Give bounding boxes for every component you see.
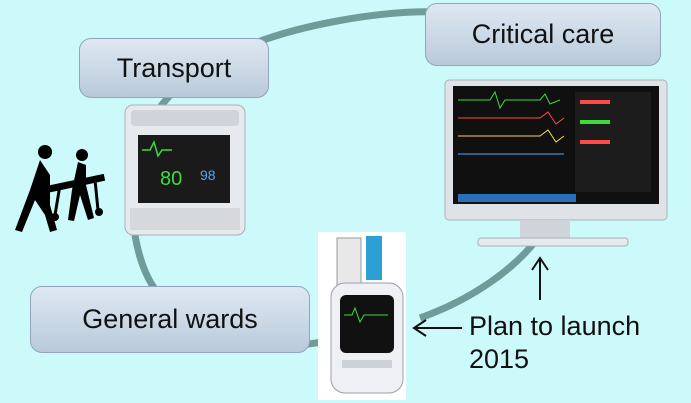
label-general-wards: General wards (30, 286, 310, 353)
launch-plan-text: Plan to launch (469, 311, 641, 341)
label-transport: Transport (79, 38, 269, 98)
label-critical-care: Critical care (425, 3, 661, 66)
label-critical-care-text: Critical care (471, 19, 615, 49)
launch-year-text: 2015 (469, 344, 530, 374)
svg-text:98: 98 (200, 167, 216, 183)
arrow-up-icon (531, 256, 549, 300)
label-general-wards-text: General wards (82, 304, 258, 334)
label-transport-text: Transport (116, 52, 232, 83)
arrow-left-icon (412, 319, 462, 337)
svg-text:80: 80 (160, 168, 182, 190)
